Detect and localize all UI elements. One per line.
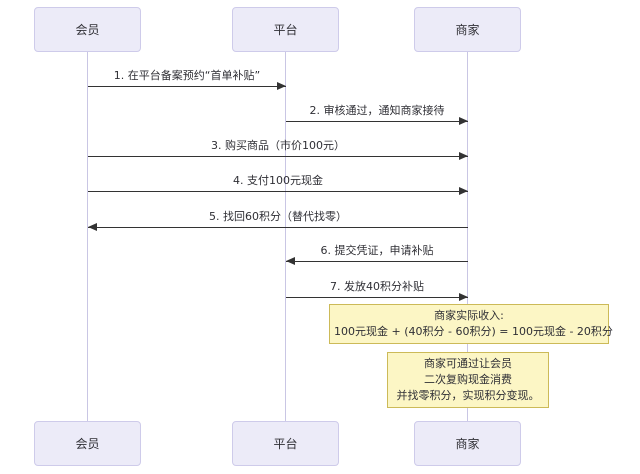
message-3-line: [88, 156, 468, 157]
note-line: 并找零积分，实现积分变现。: [396, 389, 540, 402]
message-3-label: 3. 购买商品（市价100元）: [211, 139, 345, 152]
message-4-arrowhead-icon: [459, 187, 468, 195]
message-7-line: [286, 297, 468, 298]
message-6-arrowhead-icon: [286, 257, 295, 265]
actor-platform-label: 平台: [273, 23, 298, 37]
note-line: 二次复购现金消费: [424, 373, 512, 386]
lifeline-merchant: [467, 52, 468, 421]
message-7-label: 7. 发放40积分补贴: [330, 280, 424, 293]
note-line: 商家实际收入:: [434, 309, 504, 322]
message-5-label: 5. 找回60积分（替代找零）: [209, 210, 347, 223]
message-6-line: [286, 261, 468, 262]
note-line: 商家可通过让会员: [424, 357, 512, 370]
message-3-arrowhead-icon: [459, 152, 468, 160]
actor-merchant-label: 商家: [455, 23, 480, 37]
note-merchant-income: 商家实际收入: 100元现金 + (40积分 - 60积分) = 100元现金 …: [329, 304, 613, 344]
lifeline-platform: [285, 52, 286, 421]
actor-merchant-top: 商家: [414, 7, 521, 52]
message-1-line: [88, 86, 286, 87]
note-line: 100元现金 + (40积分 - 60积分) = 100元现金 - 20积分: [334, 325, 613, 338]
actor-merchant-label: 商家: [455, 437, 480, 451]
message-6-label: 6. 提交凭证，申请补贴: [320, 244, 434, 257]
actor-member-bottom: 会员: [34, 421, 141, 466]
actor-platform-bottom: 平台: [232, 421, 339, 466]
actor-merchant-bottom: 商家: [414, 421, 521, 466]
actor-member-label: 会员: [75, 23, 100, 37]
message-2-arrowhead-icon: [459, 117, 468, 125]
actor-platform-label: 平台: [273, 437, 298, 451]
lifeline-member: [87, 52, 88, 421]
message-1-arrowhead-icon: [277, 82, 286, 90]
actor-member-top: 会员: [34, 7, 141, 52]
message-4-label: 4. 支付100元现金: [233, 174, 323, 187]
actor-member-label: 会员: [75, 437, 100, 451]
actor-platform-top: 平台: [232, 7, 339, 52]
message-7-arrowhead-icon: [459, 293, 468, 301]
note-merchant-repurchase: 商家可通过让会员 二次复购现金消费 并找零积分，实现积分变现。: [387, 352, 549, 408]
message-4-line: [88, 191, 468, 192]
message-1-label: 1. 在平台备案预约“首单补贴”: [113, 69, 261, 82]
message-2-label: 2. 审核通过，通知商家接待: [309, 104, 445, 117]
message-5-arrowhead-icon: [88, 223, 97, 231]
message-5-line: [88, 227, 468, 228]
message-2-line: [286, 121, 468, 122]
